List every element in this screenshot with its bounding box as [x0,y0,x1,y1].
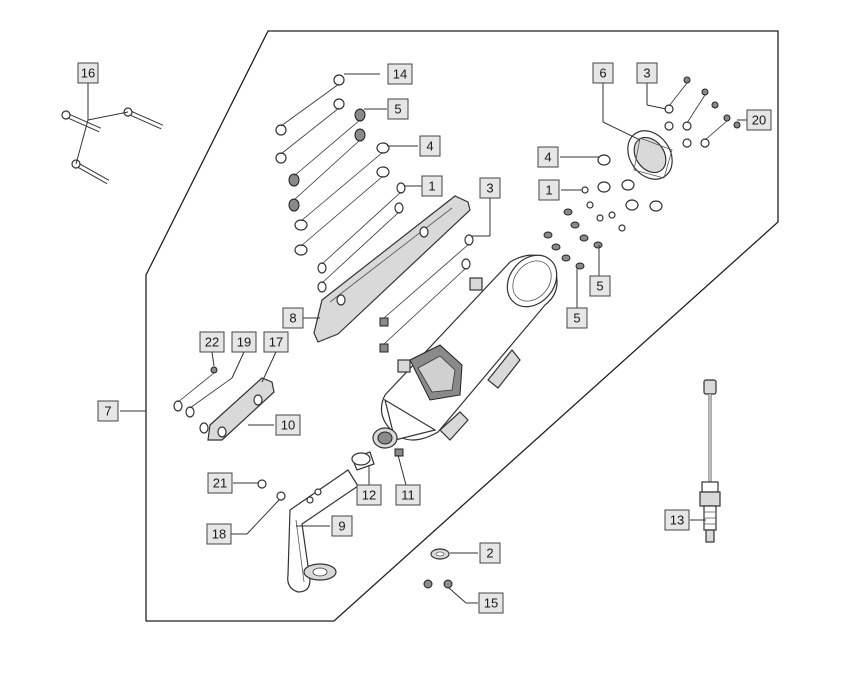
svg-text:7: 7 [104,404,111,419]
washers-5 [288,108,366,212]
svg-text:16: 16 [81,66,95,81]
svg-text:1: 1 [545,183,552,198]
callout-c3b: 3 [636,62,658,84]
svg-text:12: 12 [362,488,376,503]
callout-c7: 7 [97,400,119,422]
heat-shield-8 [313,195,471,343]
svg-text:22: 22 [205,335,219,350]
bolt-set-16 [61,107,164,185]
callout-c17: 17 [263,331,289,353]
svg-text:10: 10 [281,418,295,433]
callout-c22: 22 [199,331,225,353]
spacers-4b [597,154,663,212]
outlet-cone [372,398,437,457]
svg-text:17: 17 [269,335,283,350]
callout-c5a: 5 [387,98,409,120]
callout-c12: 12 [356,484,382,506]
svg-text:18: 18 [212,527,226,542]
callout-c18: 18 [206,523,232,545]
callout-c10: 10 [275,414,301,436]
nuts-15 [423,579,453,589]
callout-c20: 20 [746,109,772,131]
end-cap-6 [627,130,673,180]
callout-c2: 2 [479,542,501,564]
leader-dashes-left [280,83,402,284]
svg-text:2: 2 [486,546,493,561]
svg-text:19: 19 [237,335,251,350]
callout-c5b: 5 [589,275,611,297]
nuts-1b [581,186,626,232]
callout-c21: 21 [207,472,233,494]
gasket-2 [430,548,450,560]
heat-guard-10 [207,377,275,441]
callout-c5c: 5 [566,307,588,329]
bolts-14 [275,74,345,164]
callout-c6: 6 [592,62,614,84]
svg-text:21: 21 [213,476,227,491]
callout-c19: 19 [231,331,257,353]
svg-text:20: 20 [752,113,766,128]
svg-text:8: 8 [289,311,296,326]
callout-c16: 16 [77,62,99,84]
callout-c4a: 4 [419,135,441,157]
callout-c1a: 1 [421,175,443,197]
washers-5b [543,208,603,270]
svg-text:4: 4 [426,139,433,154]
fasteners-22-19-17 [173,366,233,434]
svg-text:5: 5 [573,311,580,326]
svg-text:3: 3 [643,66,650,81]
studs-20 [668,76,741,141]
fasteners-21-18 [257,479,286,501]
svg-text:1: 1 [428,179,435,194]
svg-text:11: 11 [401,488,415,503]
callout-c13: 13 [664,509,690,531]
nuts-1a [317,182,406,293]
svg-text:5: 5 [596,279,603,294]
callout-c8: 8 [282,307,304,329]
svg-text:14: 14 [393,67,407,82]
callout-c11: 11 [395,484,421,506]
svg-text:15: 15 [484,596,498,611]
clamps-3a [379,234,474,353]
spacers-4 [294,142,390,256]
exhaust-pipe-9 [287,469,359,593]
svg-text:4: 4 [544,150,551,165]
nuts-3b [664,104,710,148]
callout-c1b: 1 [538,179,560,201]
assembly-outline [145,30,779,622]
callout-leaders [75,73,747,604]
svg-text:13: 13 [670,513,684,528]
svg-text:6: 6 [599,66,606,81]
svg-text:5: 5 [394,102,401,117]
callout-c14: 14 [387,63,413,85]
callout-c4b: 4 [537,146,559,168]
svg-text:9: 9 [338,519,345,534]
sleeve-12 [351,451,375,471]
callout-c15: 15 [478,592,504,614]
muffler-body [380,254,558,441]
svg-text:3: 3 [486,181,493,196]
callout-c3a: 3 [479,177,501,199]
oxygen-sensor-13 [699,379,721,543]
callout-c9: 9 [331,515,353,537]
